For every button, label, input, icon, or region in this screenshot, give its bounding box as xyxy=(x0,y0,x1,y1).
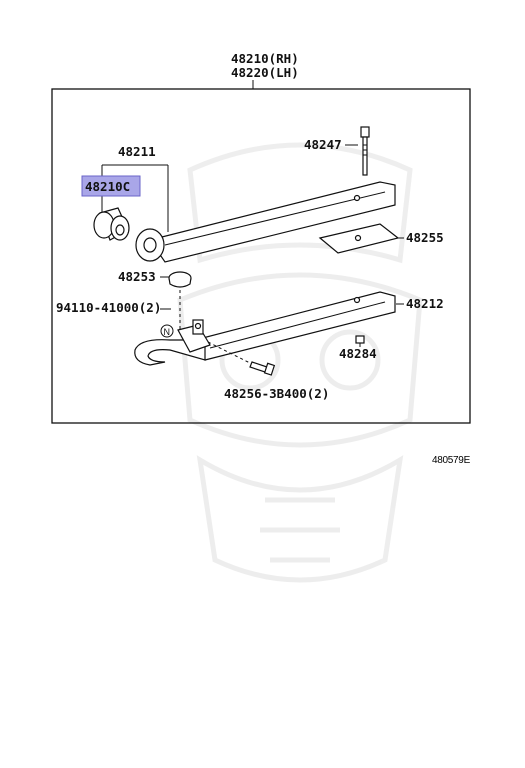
watermark-logo xyxy=(177,142,423,583)
clip-part xyxy=(355,335,365,347)
n-marker-text: N xyxy=(164,327,171,337)
part-label-48210c[interactable]: 48210C xyxy=(85,179,130,194)
part-label-48253[interactable]: 48253 xyxy=(118,269,156,284)
assembly-label-lh: 48220(LH) xyxy=(231,65,299,80)
cap-part xyxy=(168,271,192,288)
n-marker-circle xyxy=(160,324,174,338)
lower-leaf-spring xyxy=(134,291,396,366)
side-bolt-part xyxy=(249,361,276,376)
assembly-label-rh: 48210(RH) xyxy=(231,51,299,66)
part-label-48256[interactable]: 48256-3B400(2) xyxy=(224,386,329,401)
part-label-48284[interactable]: 48284 xyxy=(339,346,377,361)
highlight-48210c xyxy=(81,175,141,197)
center-bolt-part xyxy=(360,126,370,176)
part-label-94110[interactable]: 94110-41000(2) xyxy=(56,300,161,315)
diagram-code: 480579E xyxy=(432,455,471,466)
part-label-48212[interactable]: 48212 xyxy=(406,296,444,311)
diagram-frame xyxy=(51,88,471,424)
part-label-48255[interactable]: 48255 xyxy=(406,230,444,245)
dashed-line-bolt xyxy=(207,341,257,367)
part-label-48211[interactable]: 48211 xyxy=(118,144,156,159)
part-label-48247[interactable]: 48247 xyxy=(304,137,342,152)
upper-leaf-spring xyxy=(135,181,396,263)
bushing-part xyxy=(93,207,130,241)
spring-pad-part xyxy=(318,223,400,254)
